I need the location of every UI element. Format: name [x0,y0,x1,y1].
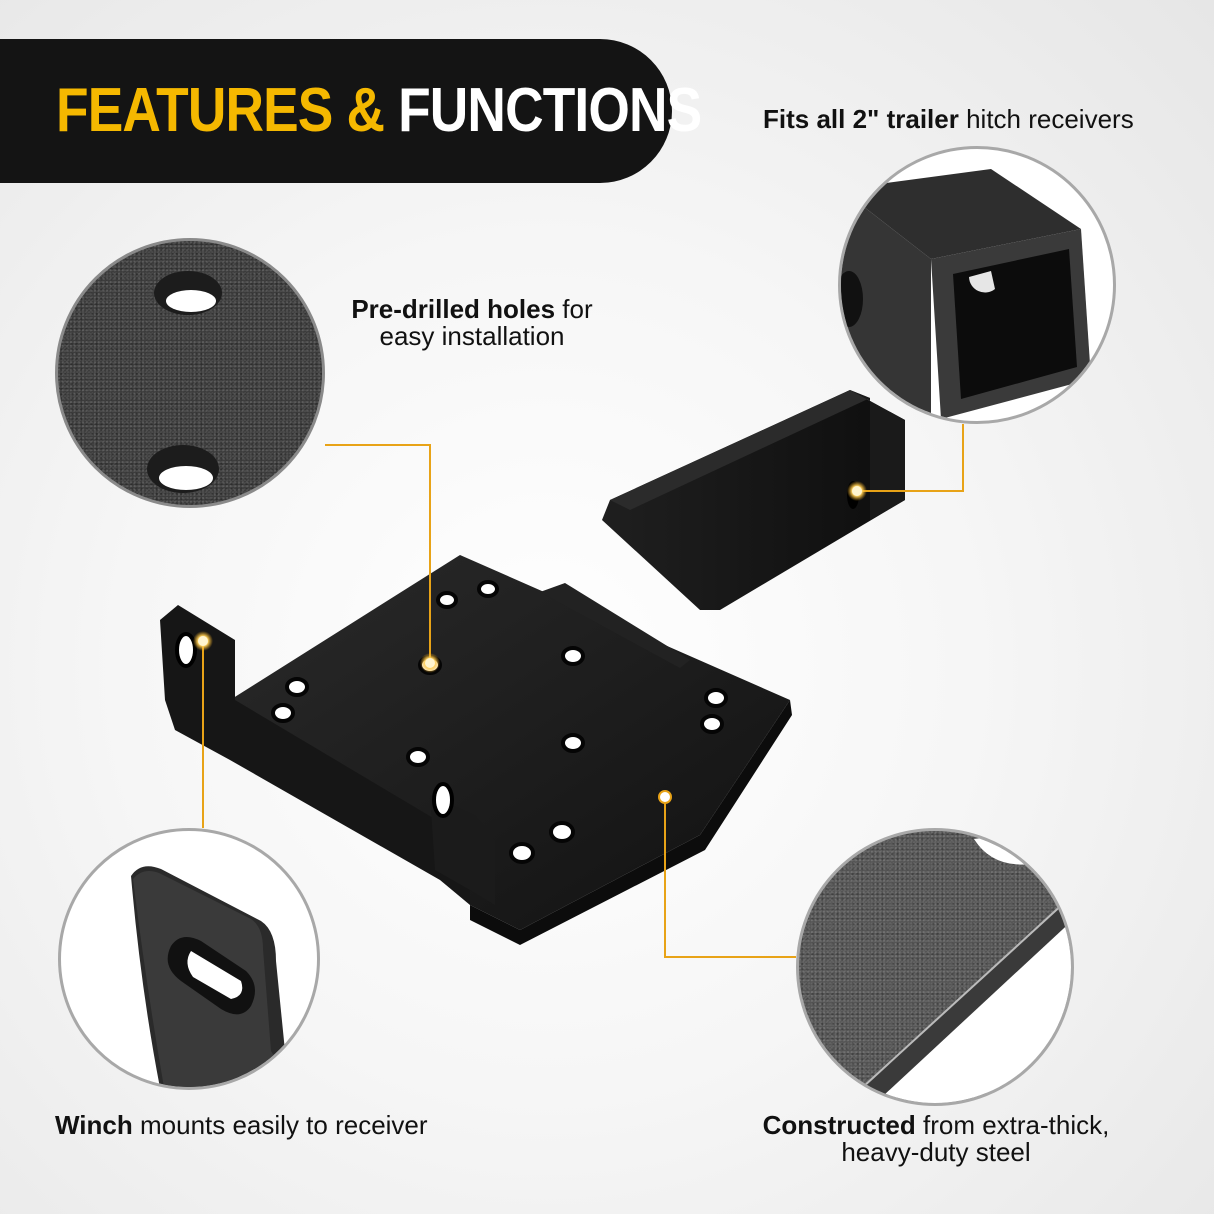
caption-receiver-rest: hitch receivers [958,104,1134,134]
steel-edge-icon [844,831,1071,1103]
receiver-tube [602,390,905,610]
caption-winch-rest: mounts easily to receiver [132,1110,428,1140]
caption-steel: Constructed from extra-thick, heavy-duty… [738,1112,1134,1166]
caption-holes-rest: for [555,294,593,324]
caption-winch-bold: Winch [55,1110,133,1140]
title-highlight: FEATURES & [56,76,385,145]
caption-steel-line2: heavy-duty steel [841,1137,1031,1167]
caption-winch: Winch mounts easily to receiver [55,1112,428,1139]
caption-steel-rest: from extra-thick, [915,1110,1110,1140]
detail-circle-winch [58,828,320,1090]
holes-closeup-icon [147,271,222,493]
title-rest: FUNCTIONS [398,76,702,145]
caption-holes-line2: easy installation [379,321,565,351]
page-title: FEATURES & FUNCTIONS [56,80,702,142]
header-banner: FEATURES & FUNCTIONS [0,39,702,183]
receiver-tube-icon [841,169,1091,421]
caption-holes-bold: Pre-drilled holes [351,294,556,324]
caption-receiver: Fits all 2" trailer hitch receivers [763,106,1134,133]
detail-circle-receiver [838,146,1116,424]
mounting-holes [271,580,728,864]
detail-circle-steel [796,828,1074,1106]
detail-circle-holes [55,238,325,508]
caption-holes: Pre-drilled holes for easy installation [336,296,608,350]
caption-steel-bold: Constructed [762,1110,916,1140]
caption-receiver-bold: Fits all 2" trailer [763,104,959,134]
callout-dots [193,481,867,804]
winch-tab-icon [131,866,307,1087]
